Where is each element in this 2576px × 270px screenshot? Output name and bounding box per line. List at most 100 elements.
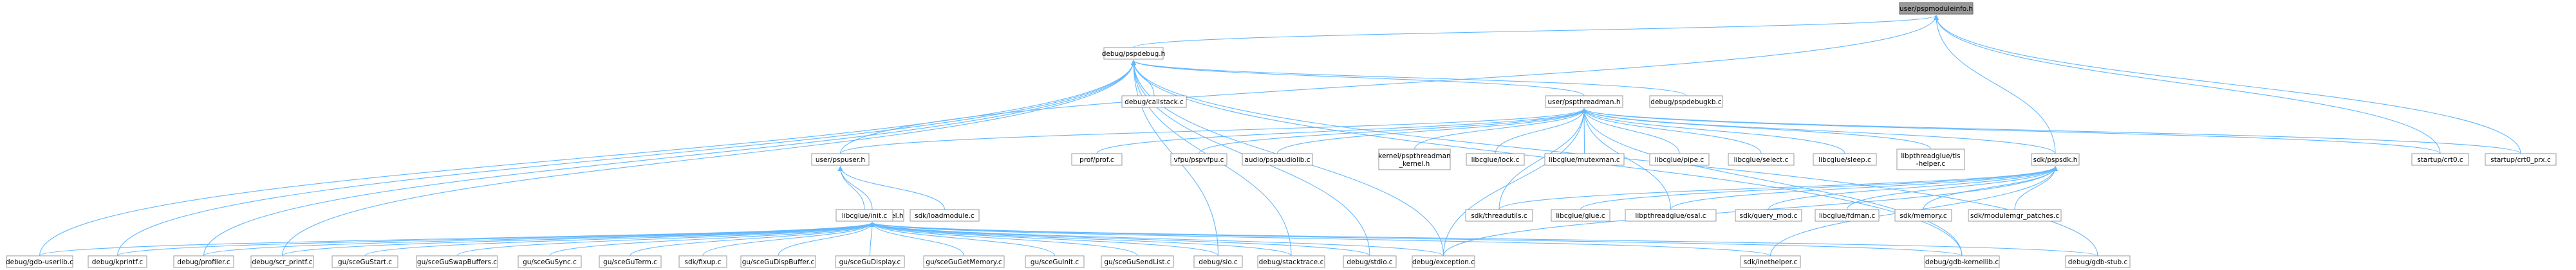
node-threadutils[interactable]: sdk/threadutils.c: [1465, 209, 1533, 222]
node-crt0[interactable]: startup/crt0.c: [2411, 153, 2469, 166]
node-label: debug/callstack.c: [1125, 98, 1184, 106]
node-pthreadtls[interactable]: libpthreadglue/tls-helper.c: [1896, 148, 1965, 170]
node-stdio[interactable]: debug/stdio.c: [1343, 255, 1397, 268]
node-label: debug/sio.c: [1199, 258, 1238, 266]
node-box: [88, 255, 147, 268]
edge-pspsdk-to-pthreadman: [1582, 108, 2056, 154]
edge-exception-to-pthreadman: [1442, 108, 1587, 256]
node-querymod[interactable]: sdk/query_mod.c: [1735, 209, 1802, 222]
node-inethelper[interactable]: sdk/inethelper.c: [1740, 255, 1801, 268]
node-pspdebugkb[interactable]: debug/pspdebugkb.c: [1649, 95, 1723, 108]
node-guinit[interactable]: gu/sceGuInit.c: [1025, 255, 1085, 268]
node-gustart[interactable]: gu/sceGuStart.c: [331, 255, 398, 268]
edge-osal-to-pspsdk: [1670, 166, 2058, 210]
node-loadmodule[interactable]: sdk/loadmodule.c: [910, 209, 980, 222]
nodes-layer: user/pspmoduleinfo.h debug/pspdebug.h debu…: [6, 2, 2557, 268]
node-box: [1466, 153, 1525, 166]
node-sleep[interactable]: libcglue/sleep.c: [1813, 153, 1877, 166]
node-box: [2485, 153, 2557, 166]
node-gdbuserlib[interactable]: debug/gdb-userlib.c: [6, 255, 73, 268]
node-label: sdk/inethelper.c: [1744, 258, 1798, 266]
edge-pthreadman-to-pspdebug: [1131, 60, 1585, 96]
node-box: [1813, 153, 1877, 166]
node-gugetmem[interactable]: gu/sceGuGetMemory.c: [923, 255, 1005, 268]
node-box: [910, 209, 980, 222]
node-box: [1924, 255, 2000, 268]
node-scrprintf[interactable]: debug/scr_printf.c: [250, 255, 314, 268]
node-label: gu/sceGuDispBuffer.c: [742, 258, 815, 266]
node-osal[interactable]: libpthreadglue/osal.c: [1625, 209, 1717, 222]
node-profiler[interactable]: debug/profiler.c: [173, 255, 234, 268]
node-label: startup/crt0.c: [2417, 156, 2463, 164]
node-crt0prx[interactable]: startup/crt0_prx.c: [2485, 153, 2557, 166]
node-sio[interactable]: debug/sio.c: [1193, 255, 1243, 268]
node-guterm[interactable]: gu/sceGuTerm.c: [599, 255, 662, 268]
node-memory[interactable]: sdk/memory.c: [1894, 209, 1952, 222]
node-pspsdk[interactable]: sdk/pspsdk.h: [2031, 153, 2080, 166]
node-box: [1378, 148, 1451, 170]
node-vfpu[interactable]: vfpu/pspvfpu.c: [1170, 153, 1227, 166]
edge-pspuser-to-root: [839, 15, 1939, 154]
edge-exception-to-pspkernel: [870, 222, 1444, 256]
edge-fdman-to-pspsdk: [1846, 166, 2058, 210]
node-gdbkernellib[interactable]: debug/gdb-kernellib.c: [1924, 255, 2000, 268]
edge-gusync-to-pspkernel: [549, 222, 875, 256]
node-label: gu/sceGuSwapBuffers.c: [417, 258, 497, 266]
node-box: [2031, 153, 2080, 166]
node-init[interactable]: libcglue/init.c: [835, 209, 893, 222]
node-fdman[interactable]: libcglue/fdman.c: [1815, 209, 1880, 222]
node-box: [811, 153, 870, 166]
node-fixup[interactable]: sdk/fixup.c: [678, 255, 727, 268]
node-box: [740, 255, 816, 268]
node-exception[interactable]: debug/exception.c: [1412, 255, 1475, 268]
node-modulemgr[interactable]: sdk/modulemgr_patches.c: [1968, 209, 2062, 222]
node-label: -helper.c: [1916, 160, 1946, 168]
node-kpthreadman[interactable]: kernel/pspthreadman_kernel.h: [1378, 148, 1451, 170]
edge-gdbkernellib-to-pthreadman: [1582, 108, 1963, 256]
edge-pspkernel-to-pspuser: [837, 166, 873, 210]
edge-gudisp-to-pspkernel: [778, 222, 875, 256]
node-kprintf[interactable]: debug/kprintf.c: [88, 255, 147, 268]
node-callstack[interactable]: debug/callstack.c: [1121, 95, 1187, 108]
node-label: debug/gdb-stub.c: [2068, 258, 2128, 266]
node-mutexman[interactable]: libcglue/mutexman.c: [1544, 153, 1625, 166]
node-lock[interactable]: libcglue/lock.c: [1466, 153, 1525, 166]
node-guswap[interactable]: gu/sceGuSwapBuffers.c: [416, 255, 498, 268]
node-label: gu/sceGuSync.c: [523, 258, 577, 266]
node-glue[interactable]: libcglue/glue.c: [1551, 209, 1610, 222]
node-profprof[interactable]: prof/prof.c: [1071, 153, 1123, 166]
node-label: debug/stacktrace.c: [1259, 258, 1324, 266]
node-label: libcglue/lock.c: [1471, 156, 1520, 164]
edge-audiolib-to-pthreadman: [1276, 108, 1587, 154]
edge-glue-to-pspsdk: [1580, 166, 2058, 210]
node-label: libpthreadglue/tls: [1901, 152, 1960, 160]
edge-kprintf-to-pspdebug: [117, 60, 1136, 256]
node-stacktrace[interactable]: debug/stacktrace.c: [1257, 255, 1325, 268]
edge-crt0prx-to-root: [1934, 15, 2521, 154]
node-label: prof/prof.c: [1079, 156, 1114, 164]
node-gusync[interactable]: gu/sceGuSync.c: [518, 255, 582, 268]
node-root: user/pspmoduleinfo.h: [1899, 2, 1974, 15]
node-gudisp[interactable]: gu/sceGuDispBuffer.c: [740, 255, 816, 268]
node-pthreadman[interactable]: user/pspthreadman.h: [1545, 95, 1623, 108]
node-box: [1545, 95, 1623, 108]
node-box: [1735, 209, 1802, 222]
node-pipe[interactable]: libcglue/pipe.c: [1649, 153, 1710, 166]
node-label: libcglue/init.c: [842, 212, 887, 220]
node-pspuser[interactable]: user/pspuser.h: [811, 153, 870, 166]
node-gusendlist[interactable]: gu/sceGuSendList.c: [1101, 255, 1174, 268]
node-box: [6, 255, 73, 268]
node-gudisplay[interactable]: gu/sceGuDisplay.c: [835, 255, 905, 268]
node-label: sdk/fixup.c: [684, 258, 721, 266]
node-box: [678, 255, 727, 268]
node-label: debug/kprintf.c: [92, 258, 144, 266]
edge-loadmodule-to-pspuser: [837, 166, 946, 210]
node-select[interactable]: libcglue/select.c: [1728, 153, 1795, 166]
node-gdbstub[interactable]: debug/gdb-stub.c: [2065, 255, 2131, 268]
node-pspdebug[interactable]: debug/pspdebug.h: [1102, 47, 1166, 60]
edge-stdio-to-pspkernel: [870, 222, 1370, 256]
edge-guswap-to-pspkernel: [456, 222, 875, 256]
node-audiolib[interactable]: audio/pspaudiolib.c: [1242, 153, 1313, 166]
node-label: sdk/threadutils.c: [1471, 212, 1527, 220]
node-label: sdk/pspsdk.h: [2033, 156, 2078, 164]
